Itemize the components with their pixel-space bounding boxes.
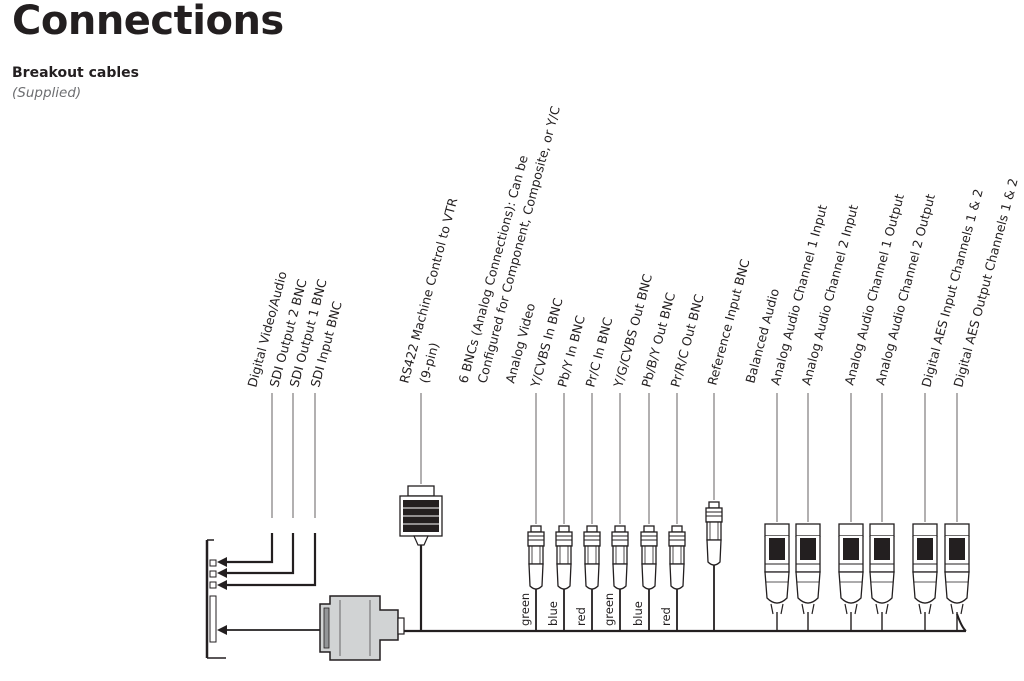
color-label-4: green bbox=[602, 593, 616, 626]
analog-bnc-group: green blue red green blue red bbox=[518, 525, 686, 631]
supplied-note: (Supplied) bbox=[12, 85, 82, 101]
section-subtitle: Breakout cables bbox=[12, 65, 139, 81]
color-label-3: red bbox=[574, 607, 588, 626]
label-pby-in: Pb/Y In BNC bbox=[554, 314, 588, 389]
label-group: Digital Video/Audio SDI Output 2 BNC SDI… bbox=[244, 104, 1020, 390]
color-label-5: blue bbox=[631, 601, 645, 626]
label-prc-in: Pr/C In BNC bbox=[582, 315, 615, 388]
device-panel bbox=[205, 539, 226, 659]
color-label-6: red bbox=[659, 607, 673, 626]
xlr-group bbox=[764, 523, 970, 632]
color-label-2: blue bbox=[546, 601, 560, 626]
leader-lines bbox=[271, 393, 958, 524]
sdi-cables bbox=[226, 533, 320, 631]
color-label-1: green bbox=[518, 593, 532, 626]
reference-bnc bbox=[705, 501, 723, 631]
page-title: Connections bbox=[12, 0, 284, 44]
rs422-connector bbox=[399, 485, 443, 631]
db-connector bbox=[319, 595, 405, 661]
arrowheads bbox=[217, 557, 227, 635]
